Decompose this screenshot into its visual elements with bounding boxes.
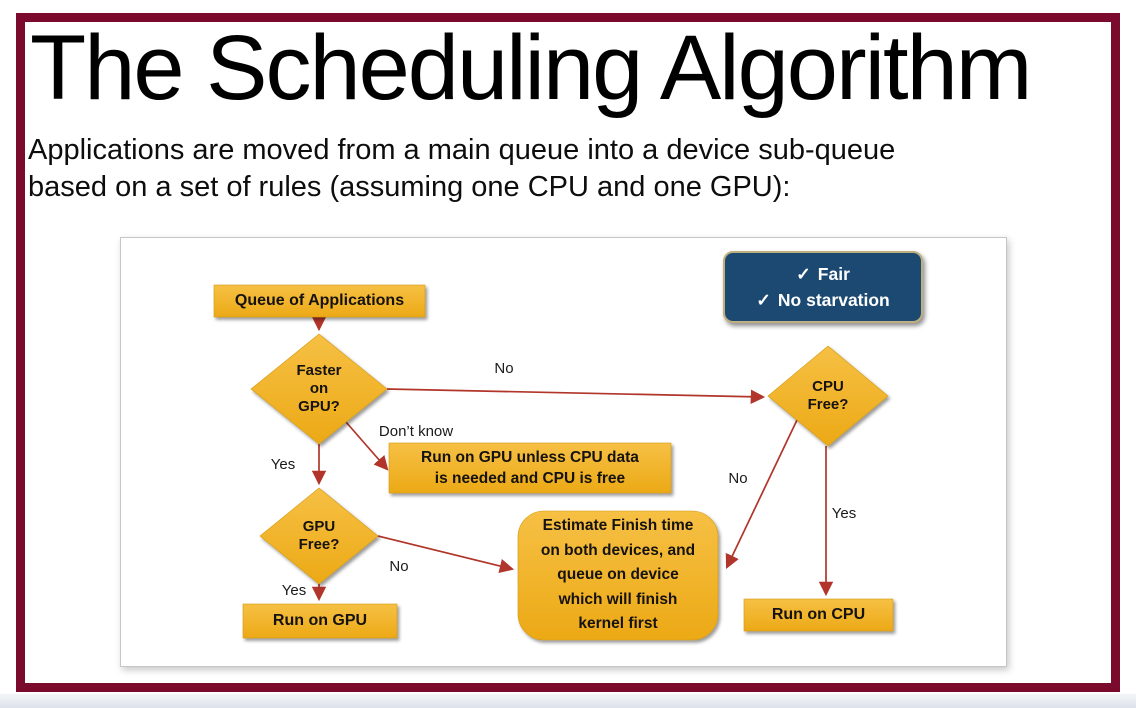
gpu-free-label: GPU Free?: [298, 518, 340, 553]
edge-cpu-yes-label: Yes: [831, 504, 857, 522]
badge-row-no-starvation: ✓ No starvation: [756, 287, 890, 313]
badge-no-starvation-label: No starvation: [777, 290, 890, 310]
edge-faster-no-label: No: [494, 359, 514, 377]
edge-faster-dontknow-line: [345, 421, 389, 471]
edge-cpu-no-label: No: [728, 469, 748, 487]
edge-gpu-yes-label: Yes: [281, 581, 307, 599]
faster-on-gpu-diamond-shape: [250, 333, 388, 445]
edge-faster-dontknow-label: Don’t know: [378, 422, 454, 440]
fairness-badge: ✓ Fair ✓ No starvation: [723, 251, 923, 323]
run-on-gpu-label: Run on GPU: [272, 612, 368, 629]
slide-title: The Scheduling Algorithm: [30, 17, 1032, 119]
estimate-label: Estimate Finish time on both devices, an…: [540, 517, 696, 633]
queue-node-label: Queue of Applications: [234, 292, 405, 309]
flowchart-shapes: [213, 284, 894, 641]
run-on-cpu-node-shape: [743, 598, 894, 632]
edge-faster-no-line: [386, 388, 766, 404]
edge-cpu-no-line: [725, 419, 798, 569]
run-on-cpu-label: Run on CPU: [771, 606, 866, 623]
flowchart-panel: Queue of Applications Faster on GPU? CPU…: [120, 237, 1007, 667]
slide-subtitle: Applications are moved from a main queue…: [28, 134, 896, 203]
gpu-free-diamond-shape: [259, 487, 379, 585]
check-icon: ✓: [756, 290, 771, 310]
badge-fair-label: Fair: [817, 264, 850, 284]
cpu-free-label: CPU Free?: [807, 378, 849, 413]
run-on-gpu-unless-label: Run on GPU unless CPU data is needed and…: [421, 449, 639, 487]
window-bottom-strip: [0, 694, 1136, 708]
edge-gpu-no-line: [377, 535, 515, 574]
faster-on-gpu-label: Faster on GPU?: [296, 362, 342, 415]
edge-gpu-no-label: No: [389, 557, 409, 575]
queue-node-shape: [213, 284, 426, 318]
badge-row-fair: ✓ Fair: [796, 261, 850, 287]
estimate-node-shape: [517, 510, 719, 641]
edge-faster-yes-label: Yes: [270, 455, 296, 473]
check-icon: ✓: [796, 264, 811, 284]
run-on-gpu-unless-node-shape: [388, 442, 672, 494]
run-on-gpu-node-shape: [242, 603, 398, 639]
cpu-free-diamond-shape: [767, 345, 889, 447]
